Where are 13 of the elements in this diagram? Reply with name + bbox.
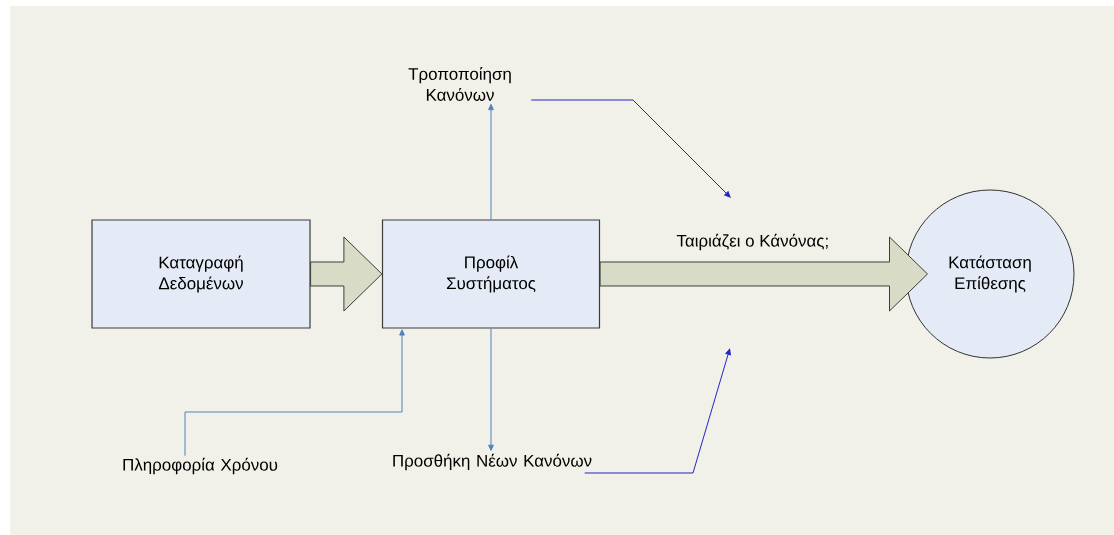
edge-label: Ταιριάζει ο Κάνόνας; — [676, 233, 828, 251]
arrow — [488, 328, 494, 451]
text-label: Πληροφορία Χρόνου — [123, 457, 278, 475]
process-box: Προφίλ Συστήματος — [381, 219, 601, 329]
text-label: Προσθήκη Νέων Κανόνων — [393, 453, 592, 471]
block-arrow — [599, 236, 928, 312]
text-label: Τροποποίηση Κανόνων — [408, 67, 511, 101]
block-arrow — [310, 236, 383, 312]
arrow — [184, 329, 405, 457]
process-box: Καταγραφή Δεδομένων — [91, 219, 311, 329]
arrow — [488, 103, 494, 220]
arrow — [530, 99, 731, 198]
arrow — [584, 348, 731, 474]
